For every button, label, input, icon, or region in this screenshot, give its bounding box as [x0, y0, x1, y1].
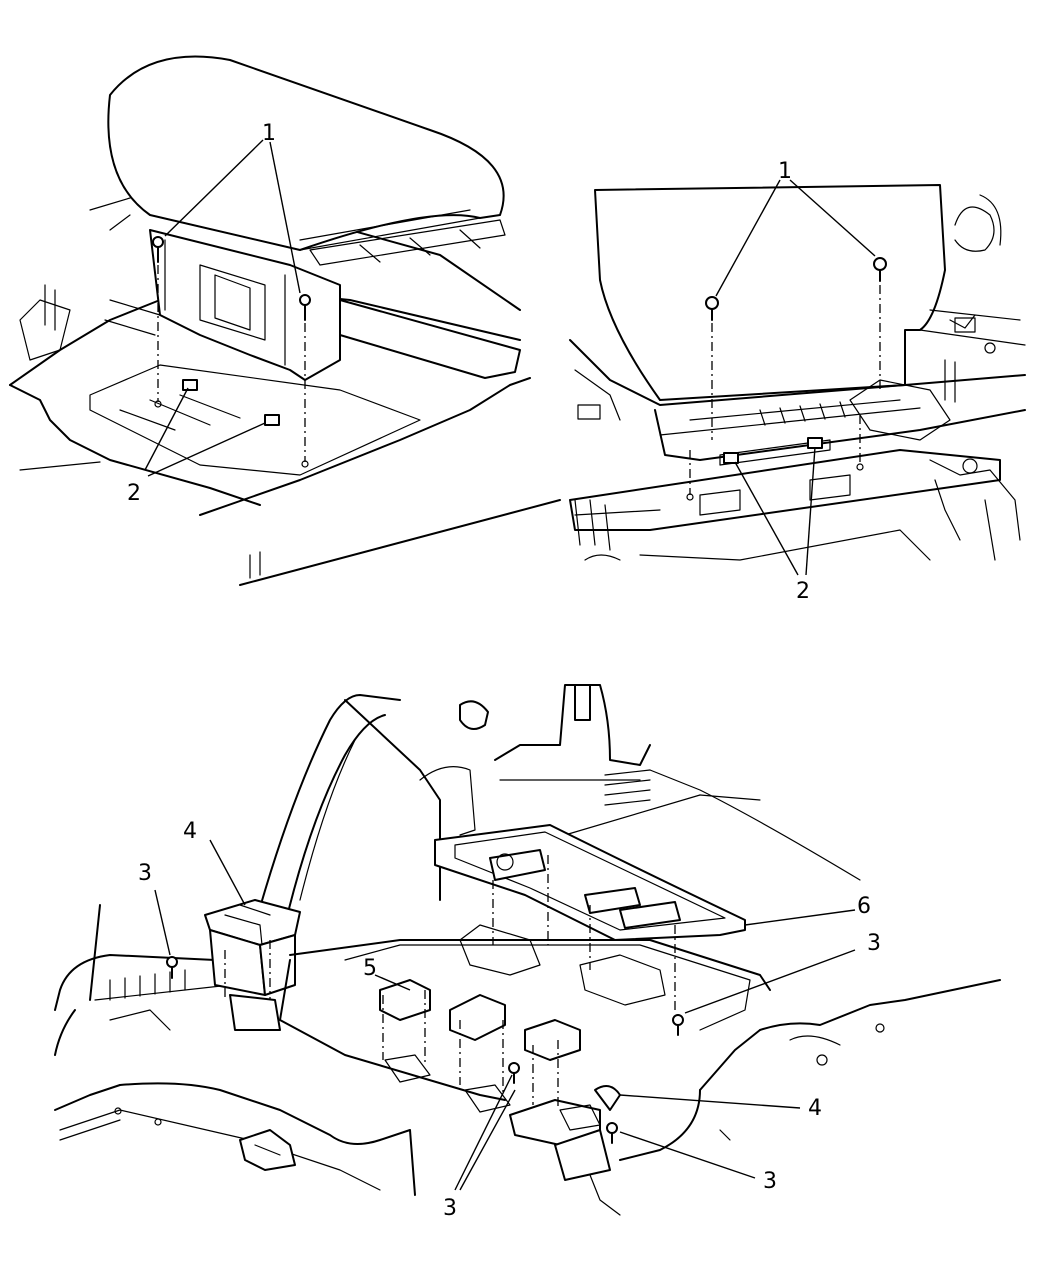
callout-6: 6: [857, 894, 871, 919]
callout-4-right: 4: [808, 1096, 822, 1121]
callout-3-right-lower: 3: [763, 1169, 777, 1194]
callout-3-bottom: 3: [443, 1196, 457, 1221]
callout-2-top-right: 2: [796, 579, 810, 604]
callout-3-left: 3: [138, 861, 152, 886]
callout-3-right-upper: 3: [867, 931, 881, 956]
callout-5: 5: [363, 956, 377, 981]
view-front-seat-right: 1 2: [569, 159, 1026, 604]
view-rear-seat-floor: 4 3 5 6 3 4 3 3: [54, 684, 1001, 1221]
callout-4-left: 4: [183, 819, 197, 844]
callout-2-top-left: 2: [127, 481, 141, 506]
view-front-seat-left: 1 2: [9, 55, 561, 586]
callout-1-top-right: 1: [778, 159, 792, 184]
callout-1-top-left: 1: [262, 121, 276, 146]
